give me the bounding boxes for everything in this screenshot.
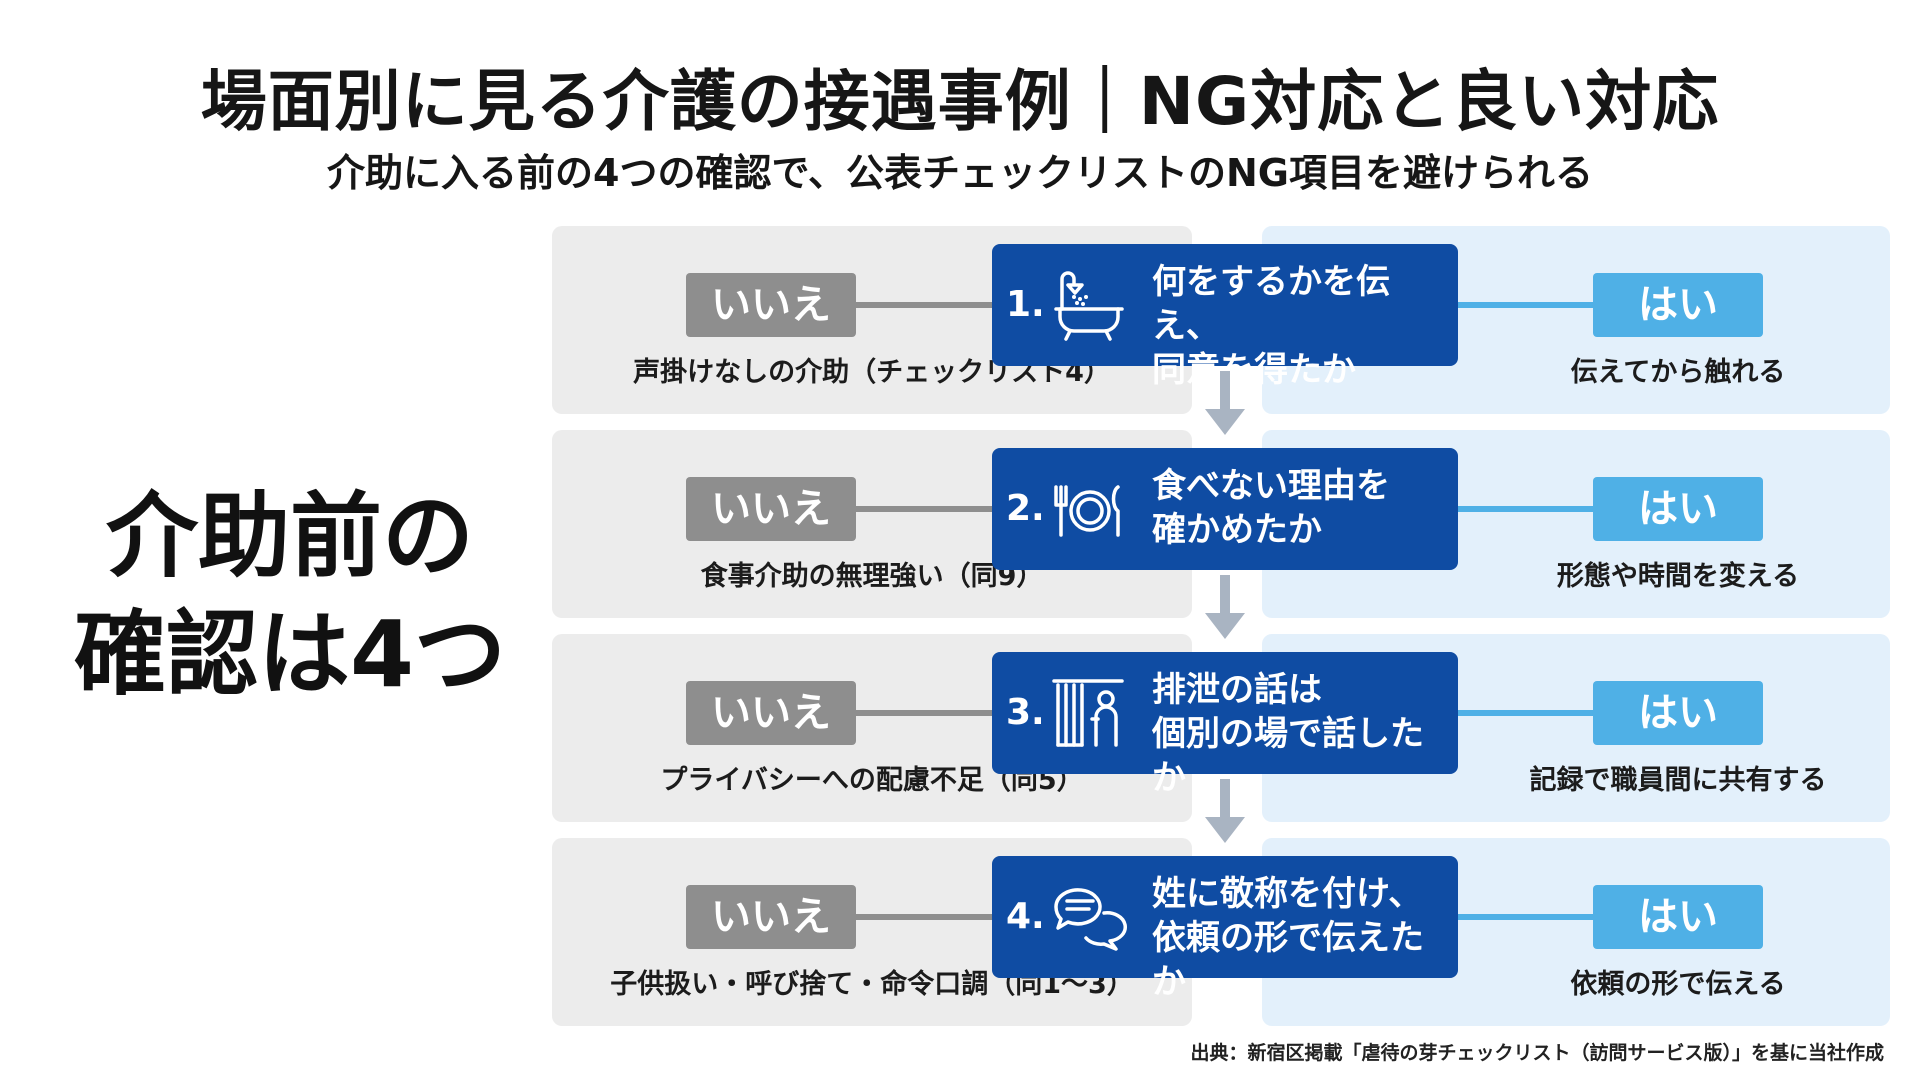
no-badge-2: いいえ — [686, 477, 856, 541]
question-2-line2: 確かめたか — [1152, 510, 1322, 550]
no-connector-2 — [856, 506, 992, 512]
no-connector-4 — [856, 914, 992, 920]
ok-action-3: 記録で職員間に共有する — [1529, 765, 1827, 796]
no-badge-1: いいえ — [686, 273, 856, 337]
question-4-line1: 姓に敬称を付け、 — [1152, 874, 1423, 914]
yes-badge-1: はい — [1593, 273, 1763, 337]
yes-badge-2: はい — [1593, 477, 1763, 541]
ng-action-2: 食事介助の無理強い（同9） — [700, 561, 1044, 592]
question-text-1: 何をするかを伝え、 同意を得たか — [1152, 260, 1452, 392]
yes-badge-4: はい — [1593, 885, 1763, 949]
ok-action-2: 形態や時間を変える — [1556, 561, 1800, 592]
step-number-1: 1. — [1006, 284, 1045, 325]
question-text-4: 姓に敬称を付け、 依頼の形で伝えたか — [1152, 872, 1452, 1004]
question-box-1: 1. 何をするかを伝え、 同意を得たか — [992, 244, 1458, 390]
question-3-line1: 排泄の話は — [1152, 670, 1322, 710]
side-heading-line2: 確認は4つ — [73, 601, 506, 708]
page-title: 場面別に見る介護の接遇事例｜NG対応と良い対応 — [200, 63, 1720, 140]
step-number-2: 2. — [1006, 488, 1045, 529]
ok-action-4: 依頼の形で伝える — [1570, 969, 1786, 1000]
down-arrow-icon — [1205, 779, 1245, 843]
question-1-line2: 同意を得たか — [1152, 350, 1356, 390]
question-box-2: 2. 食べない理由を 確かめたか — [992, 448, 1458, 570]
question-text-3: 排泄の話は 個別の場で話したか — [1152, 668, 1452, 800]
yes-connector-1 — [1458, 302, 1593, 308]
question-1-line1: 何をするかを伝え、 — [1152, 262, 1390, 346]
side-heading: 介助前の 確認は4つ — [40, 478, 540, 714]
ok-action-1: 伝えてから触れる — [1570, 357, 1786, 388]
no-connector-1 — [856, 302, 992, 308]
down-arrow-icon — [1205, 371, 1245, 435]
question-4-line2: 依頼の形で伝えたか — [1152, 918, 1424, 1002]
page-subtitle: 介助に入る前の4つの確認で、公表チェックリストのNG項目を避けられる — [327, 151, 1593, 195]
curtain-privacy-icon — [1052, 679, 1124, 747]
question-text-2: 食べない理由を 確かめたか — [1152, 464, 1452, 552]
yes-connector-4 — [1458, 914, 1593, 920]
step-number-4: 4. — [1006, 896, 1045, 937]
yes-badge-3: はい — [1593, 681, 1763, 745]
bathtub-shower-icon — [1054, 271, 1124, 341]
question-3-line2: 個別の場で話したか — [1152, 714, 1424, 798]
yes-connector-2 — [1458, 506, 1593, 512]
side-heading-line1: 介助前の — [105, 483, 474, 590]
step-number-3: 3. — [1006, 692, 1045, 733]
question-box-4: 4. 姓に敬称を付け、 依頼の形で伝えたか — [992, 856, 1458, 1002]
no-badge-3: いいえ — [686, 681, 856, 745]
question-2-line1: 食べない理由を — [1152, 466, 1390, 506]
speech-bubbles-icon — [1054, 888, 1127, 951]
yes-connector-3 — [1458, 710, 1593, 716]
no-badge-4: いいえ — [686, 885, 856, 949]
question-box-3: 3. 排泄の話は 個別の場で話したか — [992, 652, 1458, 798]
down-arrow-icon — [1205, 575, 1245, 639]
source-note: 出典：新宿区掲載「虐待の芽チェックリスト（訪問サービス版）」を基に当社作成 — [1190, 1042, 1884, 1064]
no-connector-3 — [856, 710, 992, 716]
fork-plate-knife-icon — [1054, 485, 1120, 537]
